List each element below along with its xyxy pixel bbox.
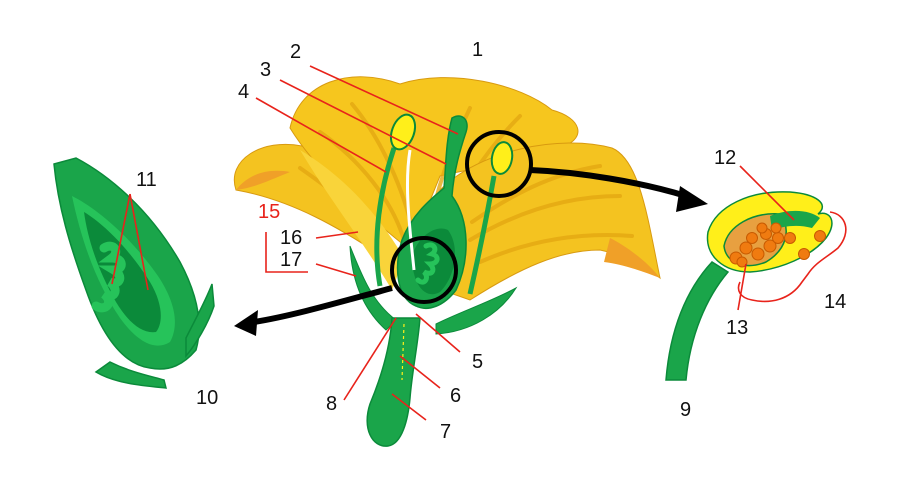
label-6: 6 <box>450 385 461 407</box>
ovule-cluster <box>91 241 126 313</box>
filament-detail <box>665 261 730 381</box>
label-11: 11 <box>136 169 157 191</box>
arrow-to-anther-detail <box>529 167 687 199</box>
stamen-filament-left <box>374 147 397 287</box>
sepal-right <box>435 286 518 335</box>
magnify-circle-ovary <box>390 236 458 304</box>
label-13: 13 <box>726 317 748 339</box>
anther-right <box>490 141 514 175</box>
label-15: 15 <box>258 201 280 223</box>
arrow-to-ovary-detail <box>253 285 393 325</box>
pollen-bracket <box>737 211 847 303</box>
label-12: 12 <box>714 147 736 169</box>
pollen-grains <box>729 222 826 268</box>
label-4: 4 <box>238 81 249 103</box>
main-flower <box>233 76 661 447</box>
flower-stem <box>366 317 421 447</box>
ovary-detail <box>53 157 215 389</box>
stamen-filament-mid <box>405 149 416 271</box>
labels: 1 2 3 4 5 6 7 8 9 10 11 12 13 14 15 16 1… <box>136 39 846 443</box>
label-14: 14 <box>824 291 846 313</box>
label-16: 16 <box>280 227 302 249</box>
ovule-pattern <box>415 242 440 285</box>
magnify-circle-anther <box>465 130 533 198</box>
arrow-head-left <box>234 310 258 336</box>
ovary-tail <box>94 283 215 389</box>
label-9: 9 <box>680 399 691 421</box>
label-8: 8 <box>326 393 337 415</box>
leader-lines <box>111 65 795 421</box>
anther-left <box>389 113 417 151</box>
label-5: 5 <box>472 351 483 373</box>
label-7: 7 <box>440 421 451 443</box>
connective-tissue <box>770 210 820 230</box>
label-3: 3 <box>260 59 271 81</box>
arrow-head-right <box>676 186 708 212</box>
petal-left-shadow <box>236 170 290 190</box>
label-1: 1 <box>472 39 483 61</box>
anther-detail <box>665 191 847 381</box>
label-17: 17 <box>280 249 302 271</box>
stamen-filament-right <box>467 175 497 295</box>
label-2: 2 <box>290 41 301 63</box>
label-10: 10 <box>196 387 218 409</box>
petal-right-shadow <box>604 238 660 278</box>
